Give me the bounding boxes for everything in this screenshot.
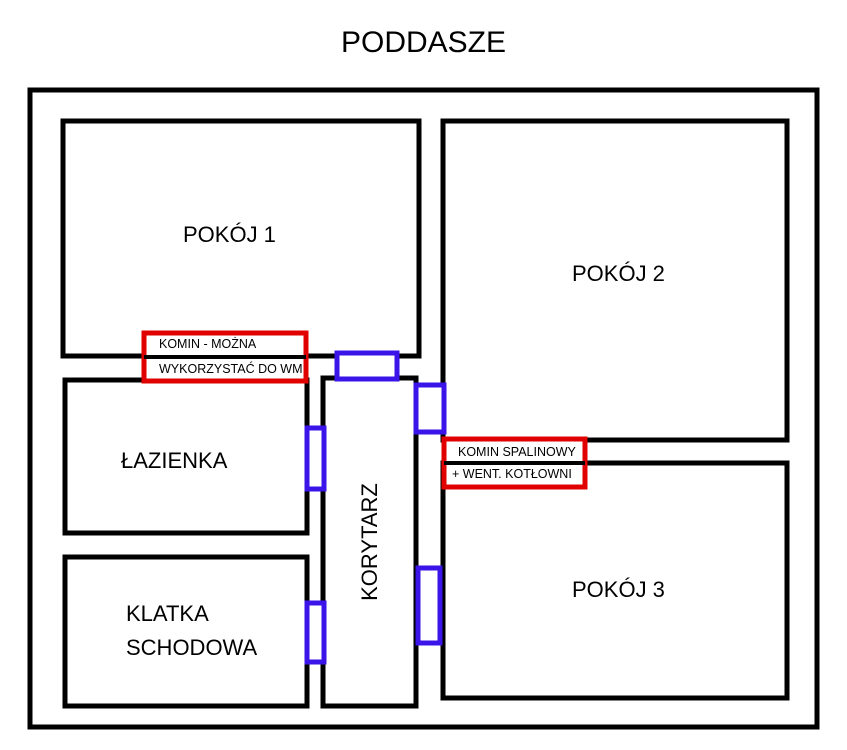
door-korytarz-pokoj-2 (413, 382, 447, 435)
outer-wall (27, 87, 820, 730)
plan-title: PODDASZE (340, 26, 507, 59)
door-pokoj-3 (415, 565, 443, 646)
room-pokoj-3 (440, 460, 790, 701)
label-klatka-line2: SCHODOWA (126, 635, 258, 660)
label-pokoj-3: POKÓJ 3 (572, 577, 665, 602)
chimney1-line2: WYKORZYSTAĆ DO WM (159, 362, 303, 376)
label-pokoj-1: POKÓJ 1 (183, 222, 276, 247)
door-klatka (304, 600, 327, 665)
chimney1-line1: KOMIN - MOŻNA (159, 337, 257, 351)
door-korytarz-pokoj-1 (334, 350, 400, 382)
room-klatka-schodowa (62, 554, 310, 709)
label-korytarz: KORYTARZ (357, 483, 382, 601)
door-lazienka (304, 425, 327, 492)
chimney2-line2: + WENT. KOTŁOWNI (452, 467, 572, 481)
chimney2-line1: KOMIN SPALINOWY (458, 445, 576, 459)
label-klatka-line1: KLATKA (126, 601, 209, 626)
room-pokoj-2 (440, 118, 790, 443)
label-lazienka: ŁAZIENKA (121, 448, 228, 473)
label-pokoj-2: POKÓJ 2 (572, 261, 665, 286)
